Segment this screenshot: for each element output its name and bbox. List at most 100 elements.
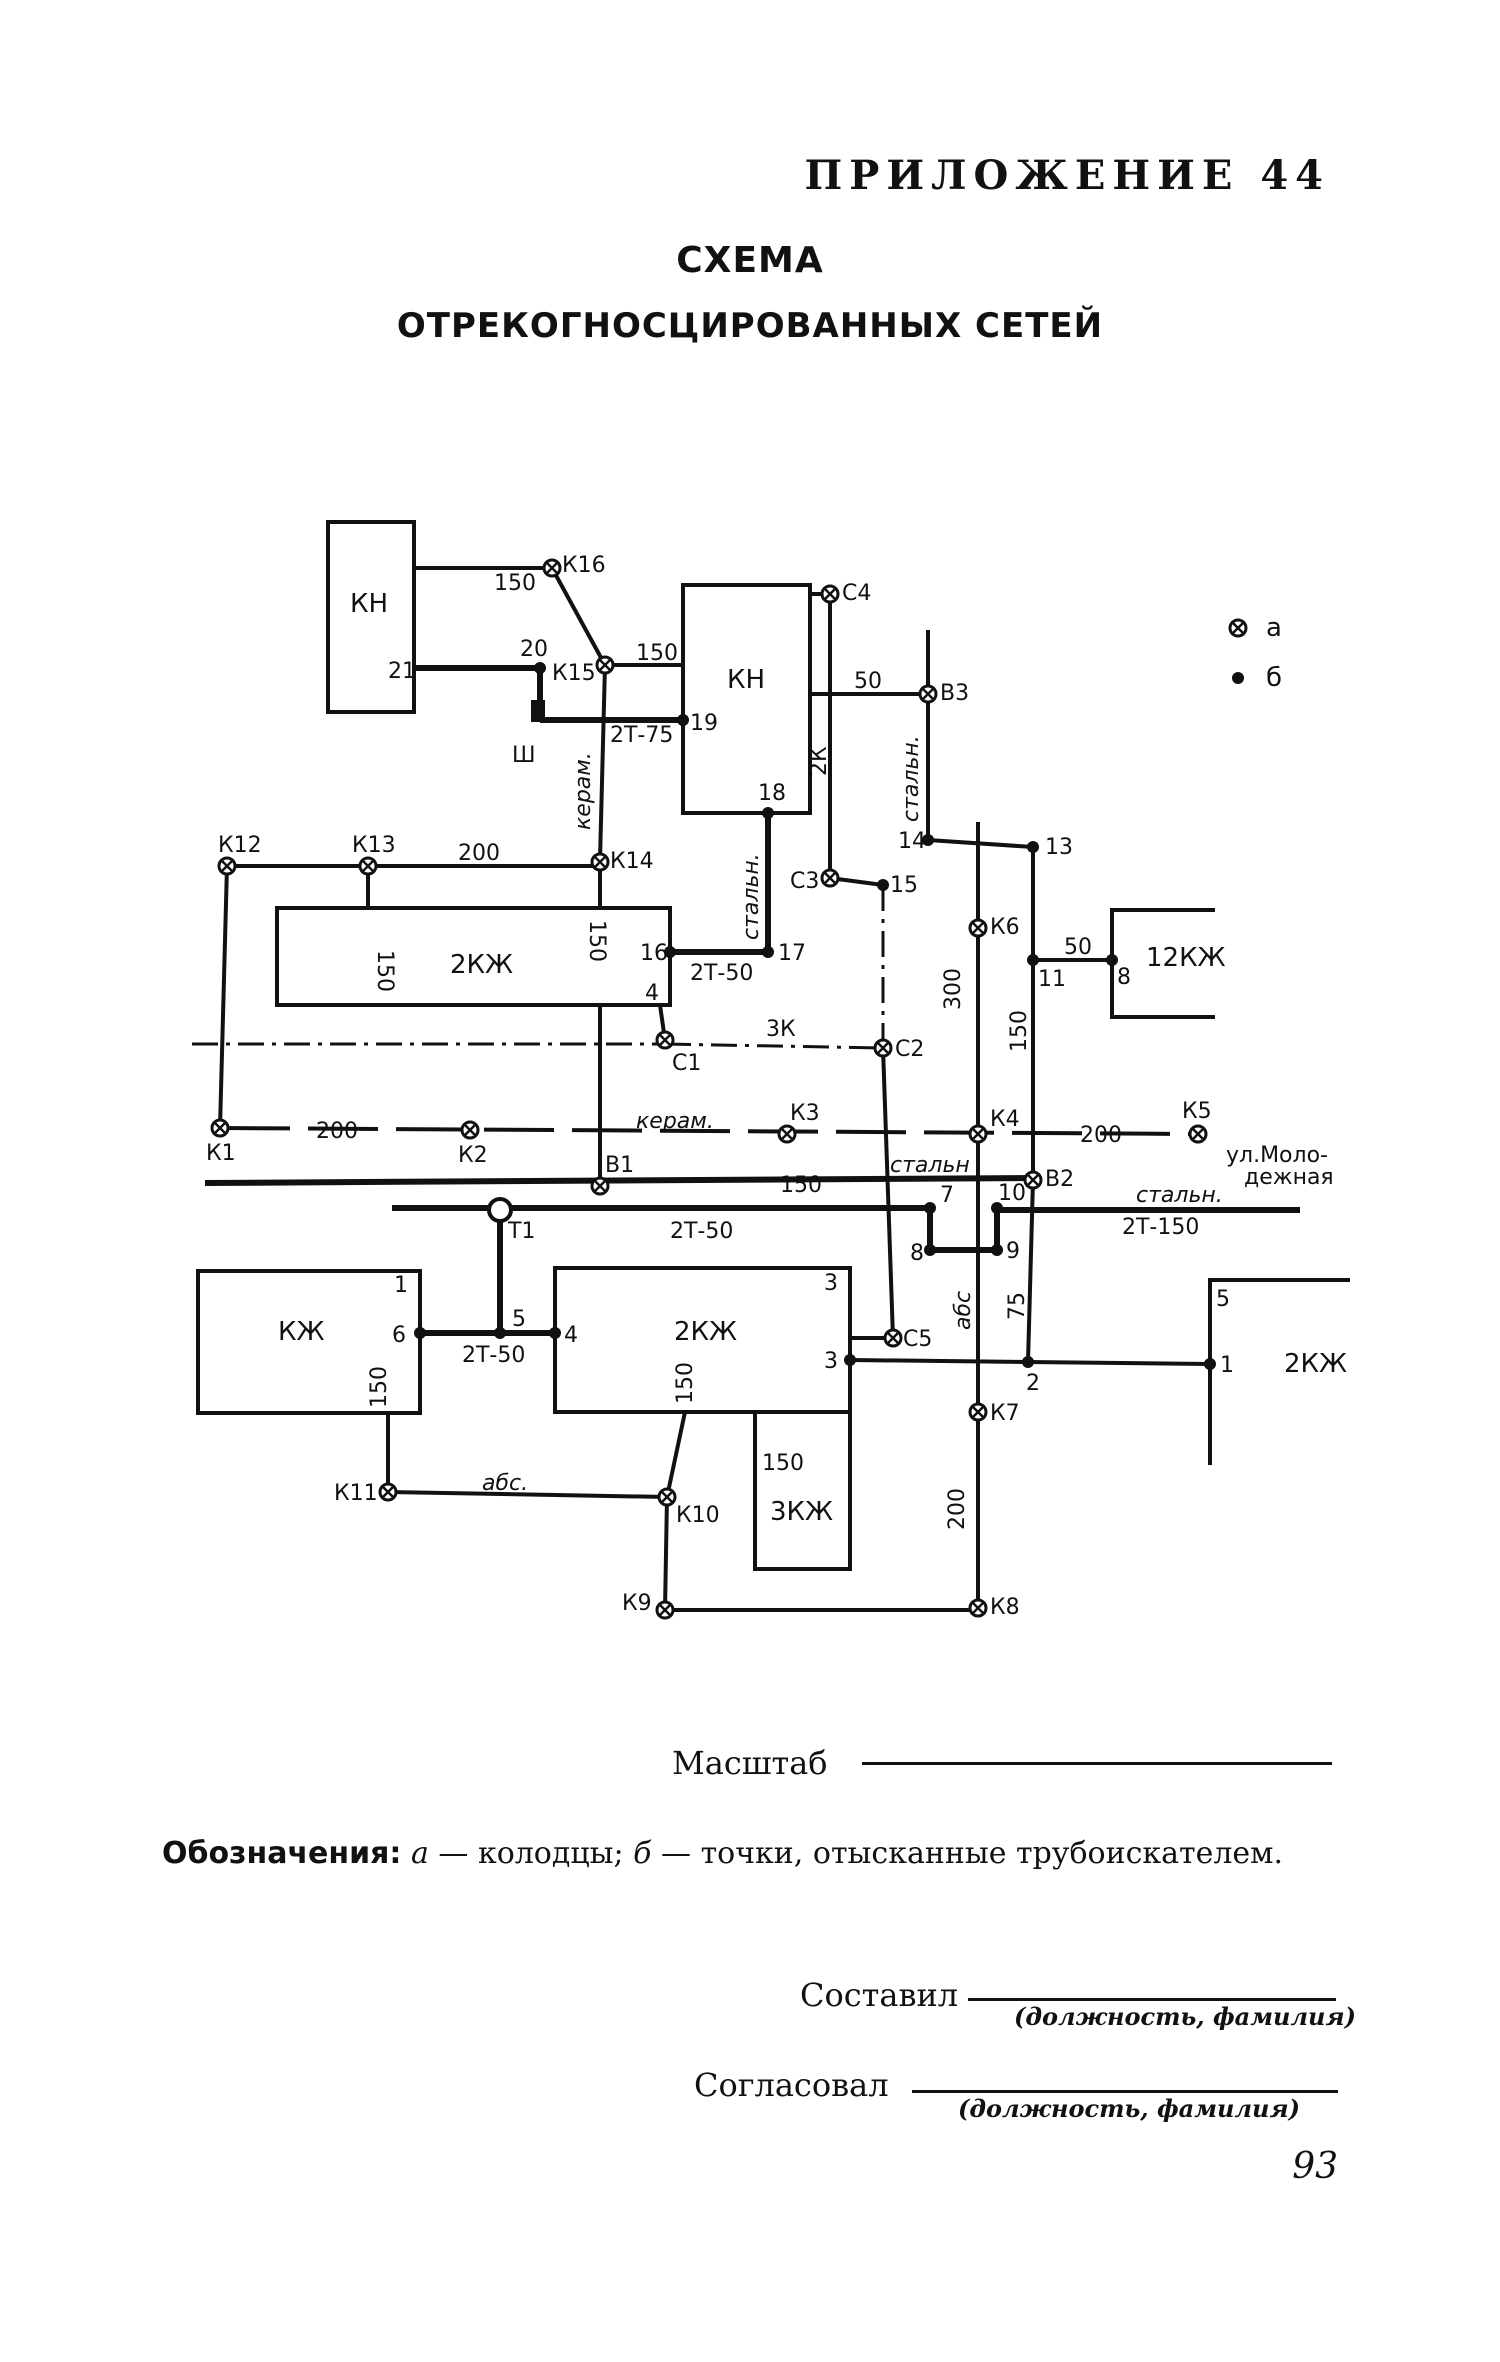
pipe-k15-k14 [598, 664, 607, 861]
dim-200-top: 200 [458, 841, 500, 866]
material-keram-horizontal: керам. [636, 1109, 714, 1134]
label-k12: К12 [218, 833, 262, 858]
label-b1: В1 [605, 1153, 634, 1178]
dim-75: 75 [1005, 1292, 1030, 1320]
point-9: 9 [1006, 1239, 1020, 1264]
street-line2: дежная [1244, 1165, 1334, 1190]
point-14: 14 [898, 829, 926, 854]
pipe-bypass-7-10 [927, 1208, 1000, 1253]
label-k13: К13 [352, 833, 396, 858]
label-k1: К1 [206, 1141, 236, 1166]
agreed-hint: (должность, фамилия) [958, 2094, 1300, 2123]
label-k7: К7 [990, 1401, 1020, 1426]
well-labels: К16 К15 К14 К13 К12 С4 В3 С3 К6 С1 С2 К1… [206, 553, 1212, 1620]
point-17: 17 [778, 941, 806, 966]
label-k15: К15 [552, 661, 596, 686]
legend-point-icon [1232, 672, 1244, 684]
signature-agreed: Согласовал (должность, фамилия) [694, 2066, 1338, 2123]
well-c3-icon [820, 868, 840, 888]
well-sh1-icon [531, 700, 545, 722]
well-k6-icon [968, 918, 988, 938]
page-number: 93 [1292, 2146, 1338, 2187]
point-4-mid: 4 [564, 1323, 578, 1348]
compiled-label: Составил [800, 1976, 959, 2014]
point-labels: 21 20 19 18 17 16 4 15 14 13 11 8 7 8 9 … [388, 637, 1234, 1396]
label-k16: К16 [562, 553, 606, 578]
type-2k: 2К [807, 746, 832, 776]
block-3kzh [753, 1410, 852, 1571]
label-c5: С5 [903, 1327, 932, 1352]
pipe-k16-k15 [550, 567, 607, 666]
label-2kzh-right: 2КЖ [1284, 1349, 1347, 1379]
material-keram-vertical: керам. [571, 752, 596, 830]
dim-150-2kzh-right: 150 [584, 920, 609, 962]
scale-label: Масштаб [672, 1744, 828, 1782]
dim-50-12kzh: 50 [1064, 935, 1092, 960]
label-kzh-left: КЖ [278, 1317, 324, 1347]
point-10: 10 [998, 1181, 1026, 1206]
pipelines [192, 566, 1300, 1612]
well-k14-icon [590, 852, 610, 872]
label-2kzh-mid: 2КЖ [674, 1317, 737, 1347]
label-kn-left: КН [350, 589, 388, 619]
point-16: 16 [640, 941, 668, 966]
agreed-line [912, 2090, 1338, 2093]
well-k7-icon [968, 1402, 988, 1422]
label-k14: К14 [610, 849, 654, 874]
label-b3: В3 [940, 681, 969, 706]
diagram-legend: а б [1228, 613, 1282, 693]
label-c4: С4 [842, 581, 871, 606]
well-c2-icon [873, 1038, 893, 1058]
label-kn-mid: КН [727, 665, 765, 695]
type-2t150: 2Т-150 [1122, 1215, 1199, 1240]
scheme-subtitle: ОТРЕКОГНОСЦИРОВАННЫХ СЕТЕЙ [396, 306, 1104, 346]
point-15: 15 [890, 873, 918, 898]
pipe-b2-2 [1026, 1179, 1035, 1363]
label-3kzh: 3КЖ [770, 1497, 833, 1527]
well-k8-icon [968, 1598, 988, 1618]
block-2kzh-right [1208, 1278, 1350, 1465]
label-k4: К4 [990, 1107, 1020, 1132]
legend-b-text: — точки, отысканные трубоискателем. [661, 1836, 1284, 1871]
scheme-title: СХЕМА [676, 240, 824, 281]
dim-150-3kzh: 150 [762, 1451, 804, 1476]
label-2kzh-top: 2КЖ [450, 950, 513, 980]
well-k15-icon [595, 655, 615, 675]
label-k9: К9 [622, 1591, 652, 1616]
agreed-label: Согласовал [694, 2066, 889, 2104]
dim-150-2kzh-mid: 150 [673, 1362, 698, 1404]
label-k5: К5 [1182, 1099, 1212, 1124]
well-k5-icon [1188, 1124, 1208, 1144]
point-20: 20 [520, 637, 548, 662]
dim-150-2kzh-left: 150 [372, 950, 397, 992]
material-abs-horizontal: абс. [482, 1471, 528, 1496]
well-t1-icon [487, 1197, 513, 1223]
type-2t50-mid: 2Т-50 [670, 1219, 733, 1244]
label-c1: С1 [672, 1051, 701, 1076]
point-8: 8 [910, 1241, 924, 1266]
block-kzh-left [196, 1269, 422, 1415]
dim-150-vertical: 150 [1007, 1010, 1032, 1052]
label-k8: К8 [990, 1595, 1020, 1620]
well-k2-icon [460, 1120, 480, 1140]
street-label: ул.Моло- дежная [1226, 1143, 1334, 1190]
pipe-14-13 [927, 838, 1034, 849]
well-k4-icon [968, 1124, 988, 1144]
legend-b-key: б [633, 1836, 652, 1871]
pipe-k10-k9 [663, 1496, 669, 1611]
well-c1-icon [655, 1030, 675, 1050]
legend-well-icon [1228, 618, 1248, 638]
well-k3-icon [777, 1124, 797, 1144]
point-7: 7 [940, 1183, 954, 1208]
label-k3: К3 [790, 1101, 820, 1126]
type-2t75: 2Т-75 [610, 723, 673, 748]
scale-line [862, 1762, 1332, 1765]
legend-key-a: а [1266, 613, 1282, 643]
material-staln-b1: стальн [890, 1153, 970, 1178]
block-kn-mid [681, 583, 812, 815]
type-2t50-top: 2Т-50 [690, 961, 753, 986]
point-18: 18 [758, 781, 786, 806]
compiled-line [968, 1998, 1336, 2001]
point-19: 19 [690, 711, 718, 736]
